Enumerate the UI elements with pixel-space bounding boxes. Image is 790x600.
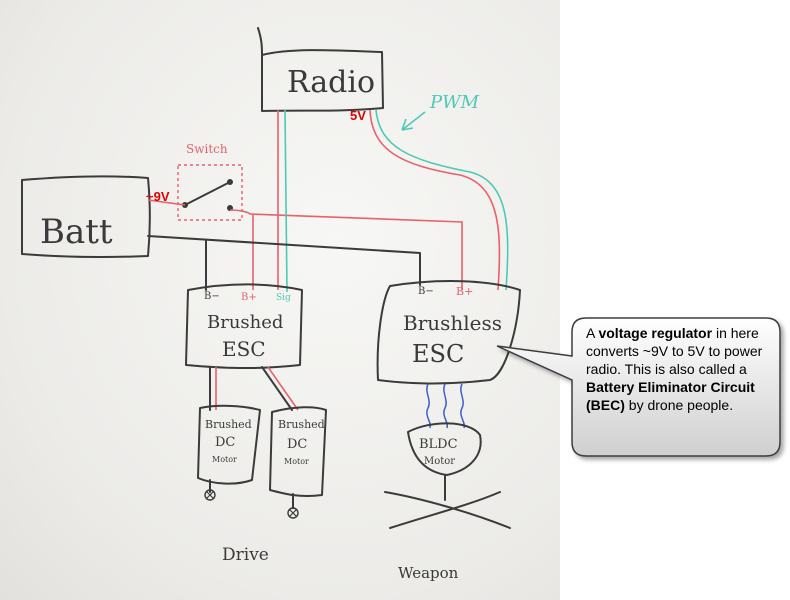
brushless-esc-bplus: B+ (456, 285, 473, 298)
callout-part3: by drone people. (625, 397, 733, 413)
bldc-wires (427, 384, 464, 428)
pwm-label: PWM (429, 92, 480, 113)
motor-right: Brushed DC Motor (270, 407, 326, 518)
signal-wires: PWM (285, 92, 508, 292)
brushless-esc-label-2: ESC (412, 340, 464, 368)
motor-left-label-2: DC (215, 435, 235, 450)
motor-wires (210, 367, 298, 410)
brushless-esc: B− B+ Brushless ESC (378, 281, 520, 383)
wiring-diagram: Radio Batt Switch PWM 5V ~9V B− (0, 0, 560, 600)
motor-right-label-1: Brushed (278, 418, 325, 431)
weapon-label: Weapon (398, 564, 459, 582)
radio-box: Radio (258, 28, 383, 111)
switch-label: Switch (186, 142, 228, 156)
battery-box: Batt (22, 176, 150, 257)
5v-label: 5V (350, 108, 366, 123)
callout-text: A voltage regulator in here converts ~9V… (586, 324, 776, 414)
positive-wires (148, 110, 499, 290)
whiteboard-photo: Radio Batt Switch PWM 5V ~9V B− (0, 0, 560, 600)
batt-label: Batt (40, 212, 113, 252)
brushless-esc-label: Brushless (403, 311, 502, 335)
bldc-label-2: Motor (424, 456, 455, 467)
brushed-esc-bplus: B+ (241, 292, 257, 303)
bldc-motor: BLDC Motor (385, 423, 510, 528)
brushed-esc-label: Brushed (207, 312, 283, 333)
radio-label: Radio (287, 65, 375, 100)
ground-wire (148, 236, 420, 290)
motor-left: Brushed DC Motor (198, 406, 260, 500)
motor-left-label-1: Brushed (205, 418, 252, 431)
brushed-esc-label-2: ESC (222, 337, 266, 361)
switch: Switch (178, 142, 242, 220)
bldc-label-1: BLDC (419, 437, 458, 452)
motor-right-label-3: Motor (284, 457, 309, 466)
callout-part1: A (586, 325, 598, 341)
motor-left-label-3: Motor (212, 455, 237, 464)
9v-label: ~9V (146, 189, 170, 204)
callout-bold-voltage-regulator: voltage regulator (598, 325, 712, 341)
brushless-esc-bminus: B− (418, 286, 434, 297)
brushed-esc-sig: Sig (276, 293, 291, 303)
motor-right-label-2: DC (287, 437, 307, 452)
drive-label: Drive (222, 545, 269, 565)
brushed-esc: B− B+ Sig Brushed ESC (186, 284, 302, 368)
brushed-esc-bminus: B− (204, 291, 220, 302)
